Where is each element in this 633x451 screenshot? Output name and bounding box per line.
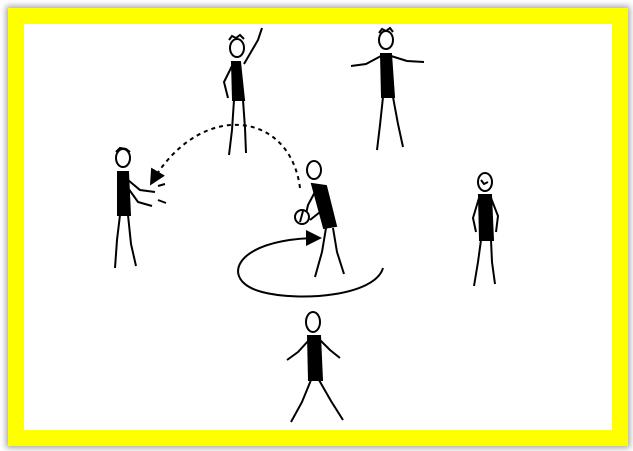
- player-bottom: [287, 312, 343, 422]
- player-left: [115, 148, 166, 268]
- turn-arrow: [238, 238, 383, 297]
- player-right: [473, 173, 498, 286]
- player-center: [295, 161, 344, 277]
- player-top-right: [351, 28, 424, 150]
- player-top-left: [224, 28, 262, 155]
- pass-arrow: [152, 125, 300, 188]
